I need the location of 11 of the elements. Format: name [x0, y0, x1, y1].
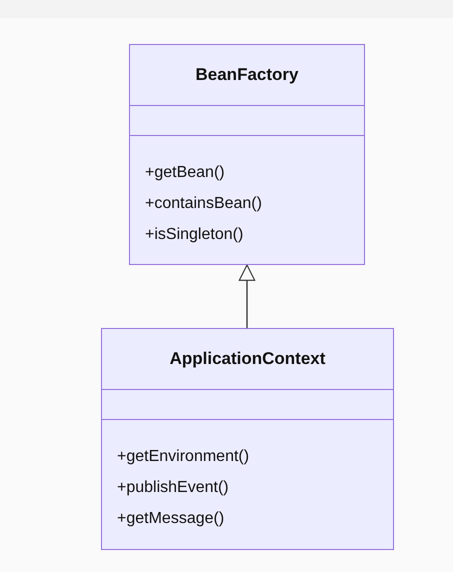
method-name: +isSingleton()	[145, 225, 244, 245]
method-name: +getEnvironment()	[117, 447, 250, 467]
method-name: +containsBean()	[145, 194, 262, 214]
method-name: +getBean()	[145, 163, 225, 183]
method-name: +getMessage()	[117, 509, 224, 529]
class-box	[129, 44, 365, 265]
class-box	[101, 328, 394, 550]
inheritance-arrow	[238, 264, 256, 328]
method-name: +publishEvent()	[117, 478, 229, 498]
class-name: BeanFactory	[196, 65, 298, 85]
class-name: ApplicationContext	[170, 349, 326, 369]
